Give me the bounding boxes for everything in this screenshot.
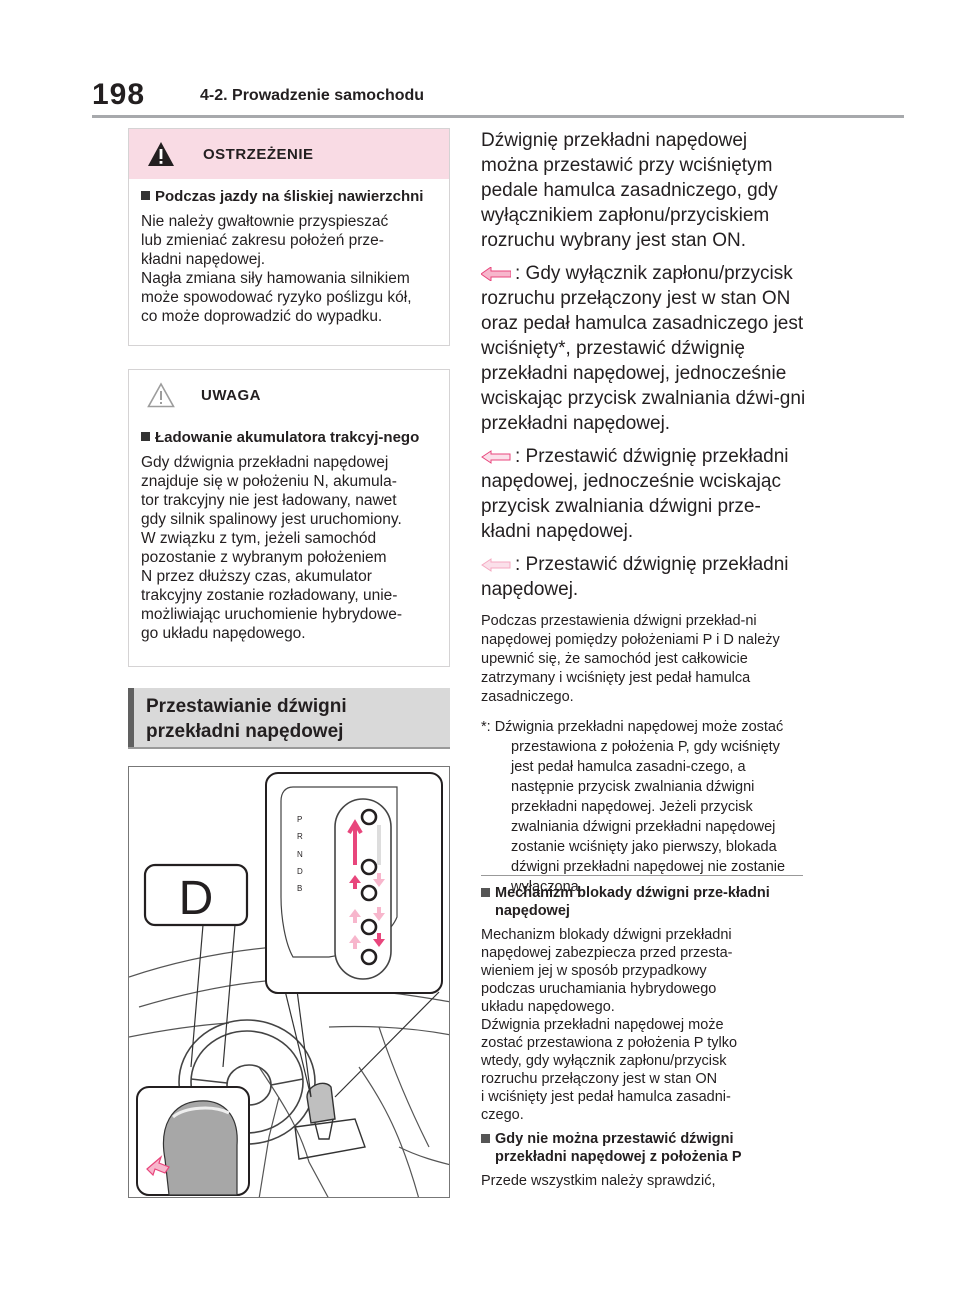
gear-label-d: D bbox=[297, 867, 303, 876]
arrow-solid-icon bbox=[481, 267, 511, 281]
shift-lever-illustration: D P R N D B bbox=[129, 772, 449, 1197]
caution-triangle-icon bbox=[147, 382, 175, 408]
shift-knob bbox=[162, 1100, 238, 1196]
gear-position-labels: P R N D B bbox=[297, 815, 303, 893]
gate-position-dots bbox=[360, 808, 378, 966]
notice-title: UWAGA bbox=[201, 387, 261, 404]
shift-item-1: : Gdy wyłącznik zapłonu/przycisk rozruch… bbox=[481, 263, 806, 434]
warning-bullet-title: Podczas jazdy na śliskiej nawierzchni bbox=[141, 187, 437, 206]
shift-item-3: : Przestawić dźwignię przekładni napędow… bbox=[481, 554, 789, 600]
bullet-square-icon bbox=[481, 888, 490, 897]
section-heading: Przestawianie dźwigni przekładni napędow… bbox=[128, 688, 450, 748]
warning-text: Nie należy gwałtownie przyspieszać lub z… bbox=[141, 213, 412, 325]
gear-label-b: B bbox=[297, 884, 302, 893]
cabin-shifter bbox=[294, 1082, 366, 1160]
heading-underline bbox=[128, 747, 450, 749]
header-rule bbox=[92, 115, 904, 118]
lock-mechanism-title: Mechanizm blokady dźwigni prze-kładni na… bbox=[481, 884, 806, 920]
arrow-outline-icon bbox=[481, 450, 511, 464]
shift-item-2: : Przestawić dźwignię przekładni napędow… bbox=[481, 446, 789, 542]
arrow-down-light bbox=[373, 873, 385, 887]
cannot-shift-text: Przede wszystkim należy sprawdzić, bbox=[481, 1173, 716, 1189]
notice-text: Gdy dźwignia przekładni napędowej znajdu… bbox=[141, 454, 403, 642]
arrow-light-icon bbox=[481, 558, 511, 572]
page-number: 198 bbox=[92, 78, 146, 111]
section-heading-text: Przestawianie dźwigni przekładni napędow… bbox=[146, 696, 347, 742]
arrow-down-pink bbox=[373, 933, 385, 947]
right-column-lower: Mechanizm blokady dźwigni prze-kładni na… bbox=[481, 884, 806, 1190]
warning-triangle-icon bbox=[148, 142, 174, 166]
notice-box: UWAGA Ładowanie akumulatora trakcyj-nego… bbox=[128, 369, 450, 667]
bullet-square-icon bbox=[481, 1134, 490, 1143]
footnote: *: Dźwignia przekładni napędowej może zo… bbox=[481, 719, 786, 895]
section-title: 4-2. Prowadzenie samochodu bbox=[200, 87, 425, 104]
gear-label-p: P bbox=[297, 815, 302, 824]
lock-mechanism-text: Mechanizm blokady dźwigni przekładni nap… bbox=[481, 927, 738, 1123]
shift-lever-figure: D P R N D B bbox=[128, 766, 450, 1198]
notice-bullet-title: Ładowanie akumulatora trakcyj-nego bbox=[141, 428, 437, 447]
notice-box-header: UWAGA bbox=[129, 370, 449, 420]
warning-box-header: OSTRZEŻENIE bbox=[129, 129, 449, 179]
arrow-up-pink bbox=[347, 819, 363, 865]
gear-label-n: N bbox=[297, 850, 303, 859]
intro-paragraph: Dźwignię przekładni napędowej można prze… bbox=[481, 130, 778, 251]
gear-indicator-bubble bbox=[143, 863, 249, 927]
arrow-up-light bbox=[349, 909, 361, 923]
shift-direction-arrows bbox=[347, 819, 385, 949]
bullet-square-icon bbox=[141, 191, 150, 200]
cannot-shift-title: Gdy nie można przestawić dźwigni przekła… bbox=[481, 1130, 806, 1166]
gear-letter: D bbox=[179, 872, 214, 925]
shift-caution-note: Podczas przestawienia dźwigni przekład-n… bbox=[481, 613, 780, 705]
arrow-up-light-2 bbox=[349, 935, 361, 949]
arrow-down-light-2 bbox=[373, 907, 385, 921]
bullet-square-icon bbox=[141, 432, 150, 441]
page-header: 198 4-2. Prowadzenie samochodu bbox=[92, 78, 902, 118]
warning-title: OSTRZEŻENIE bbox=[203, 146, 314, 163]
warning-box: OSTRZEŻENIE Podczas jazdy na śliskiej na… bbox=[128, 128, 450, 346]
right-column: Dźwignię przekładni napędowej można prze… bbox=[481, 128, 806, 897]
subsection-rule bbox=[481, 875, 803, 876]
release-button-arrow bbox=[146, 1155, 170, 1177]
gear-label-r: R bbox=[297, 832, 303, 841]
arrow-up-pink-small bbox=[349, 875, 361, 889]
